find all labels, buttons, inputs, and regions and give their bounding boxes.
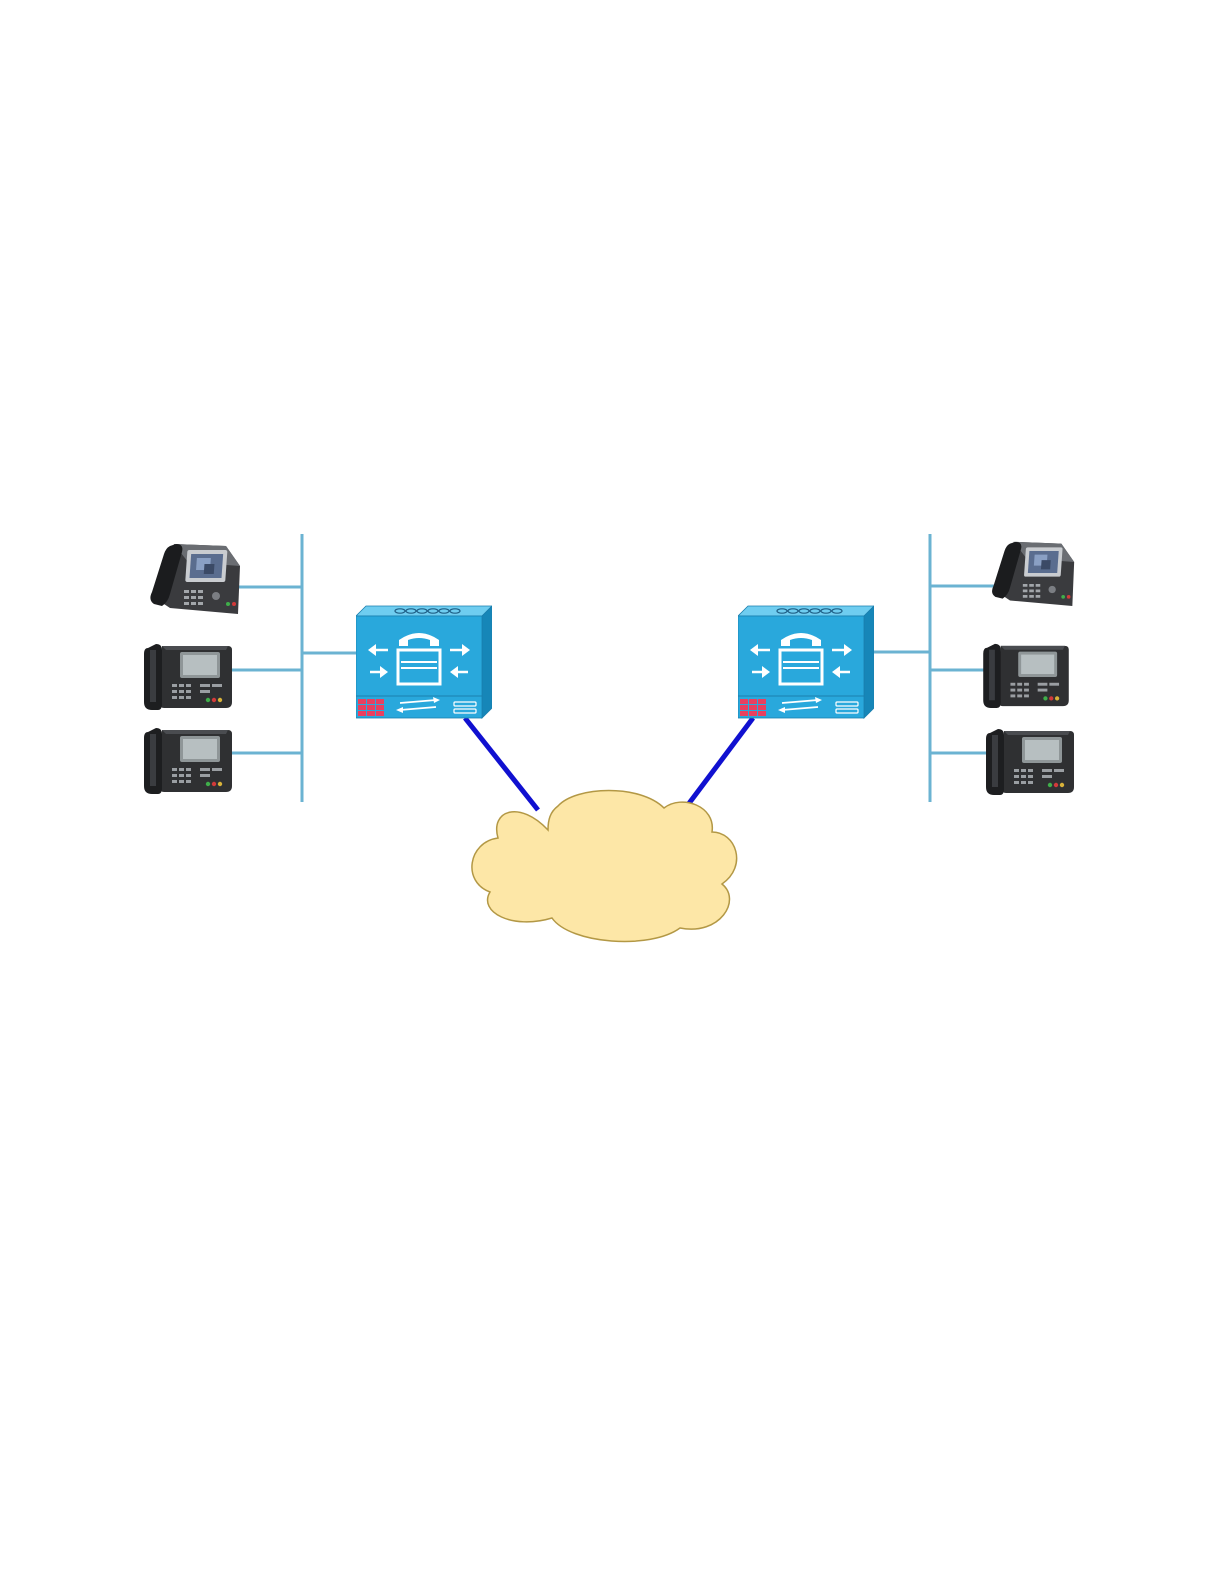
ip-phone-icon [986,729,1074,795]
voice-router-icon [356,606,492,718]
wan-link-right [684,718,753,810]
ip-phone-color-icon [150,544,240,614]
voice-router-right [738,606,874,718]
wan-link-left [465,718,538,810]
lan-left [230,534,358,802]
voice-router-icon [738,606,874,718]
ip-phone-icon [144,644,232,710]
ip-phone-icon [144,728,232,794]
lan-right [874,534,1000,802]
ip-phone-color-icon [992,542,1074,606]
voice-router-left [356,606,492,718]
cloud-icon [472,791,737,942]
ip-phone-icon [983,644,1069,708]
